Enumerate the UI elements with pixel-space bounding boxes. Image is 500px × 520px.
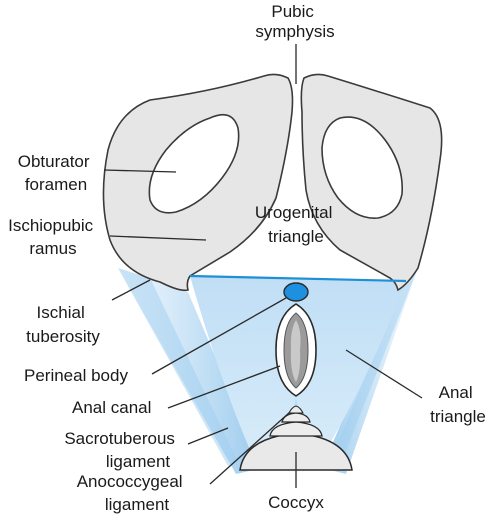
leader-obturator-foramen [103, 169, 177, 173]
leader-anococcygeal-ligament [209, 411, 291, 485]
label-obturator-foramen: Obturator foramen [18, 152, 95, 194]
leader-anal-triangle [345, 349, 423, 399]
label-coccyx: Coccyx [268, 493, 324, 512]
leader-ischial-tuberosity [111, 279, 151, 301]
obturator-foramen-right [321, 116, 404, 219]
leader-lines [103, 44, 423, 488]
label-perineal-body: Perineal body [24, 366, 128, 385]
label-ischial-tuberosity: Ischial tuberosity [26, 303, 100, 346]
label-anal-triangle: Anal triangle [430, 383, 486, 426]
leader-anal-canal [167, 365, 281, 409]
leader-sacrotuberous-ligament [187, 427, 229, 445]
sacrotuberous-ligament-left [118, 268, 262, 474]
label-anal-canal: Anal canal [72, 398, 151, 417]
urogenital-triangle-boundary [189, 274, 407, 283]
leader-ischiopubic-ramus [109, 235, 207, 241]
perineal-body [283, 282, 309, 302]
label-ischiopubic-ramus: Ischiopubic ramus [8, 216, 98, 258]
label-urogenital-triangle: Urogenital triangle [255, 203, 337, 246]
label-sacrotuberous-ligament: Sacrotuberous ligament [64, 429, 179, 471]
label-anococcygeal-ligament: Anococcygeal ligament [77, 472, 188, 514]
anal-canal [275, 303, 317, 397]
leader-perineal-body [151, 297, 287, 375]
label-pubic-symphysis: Pubic symphysis [255, 2, 334, 41]
obturator-foramen-left [148, 113, 240, 214]
